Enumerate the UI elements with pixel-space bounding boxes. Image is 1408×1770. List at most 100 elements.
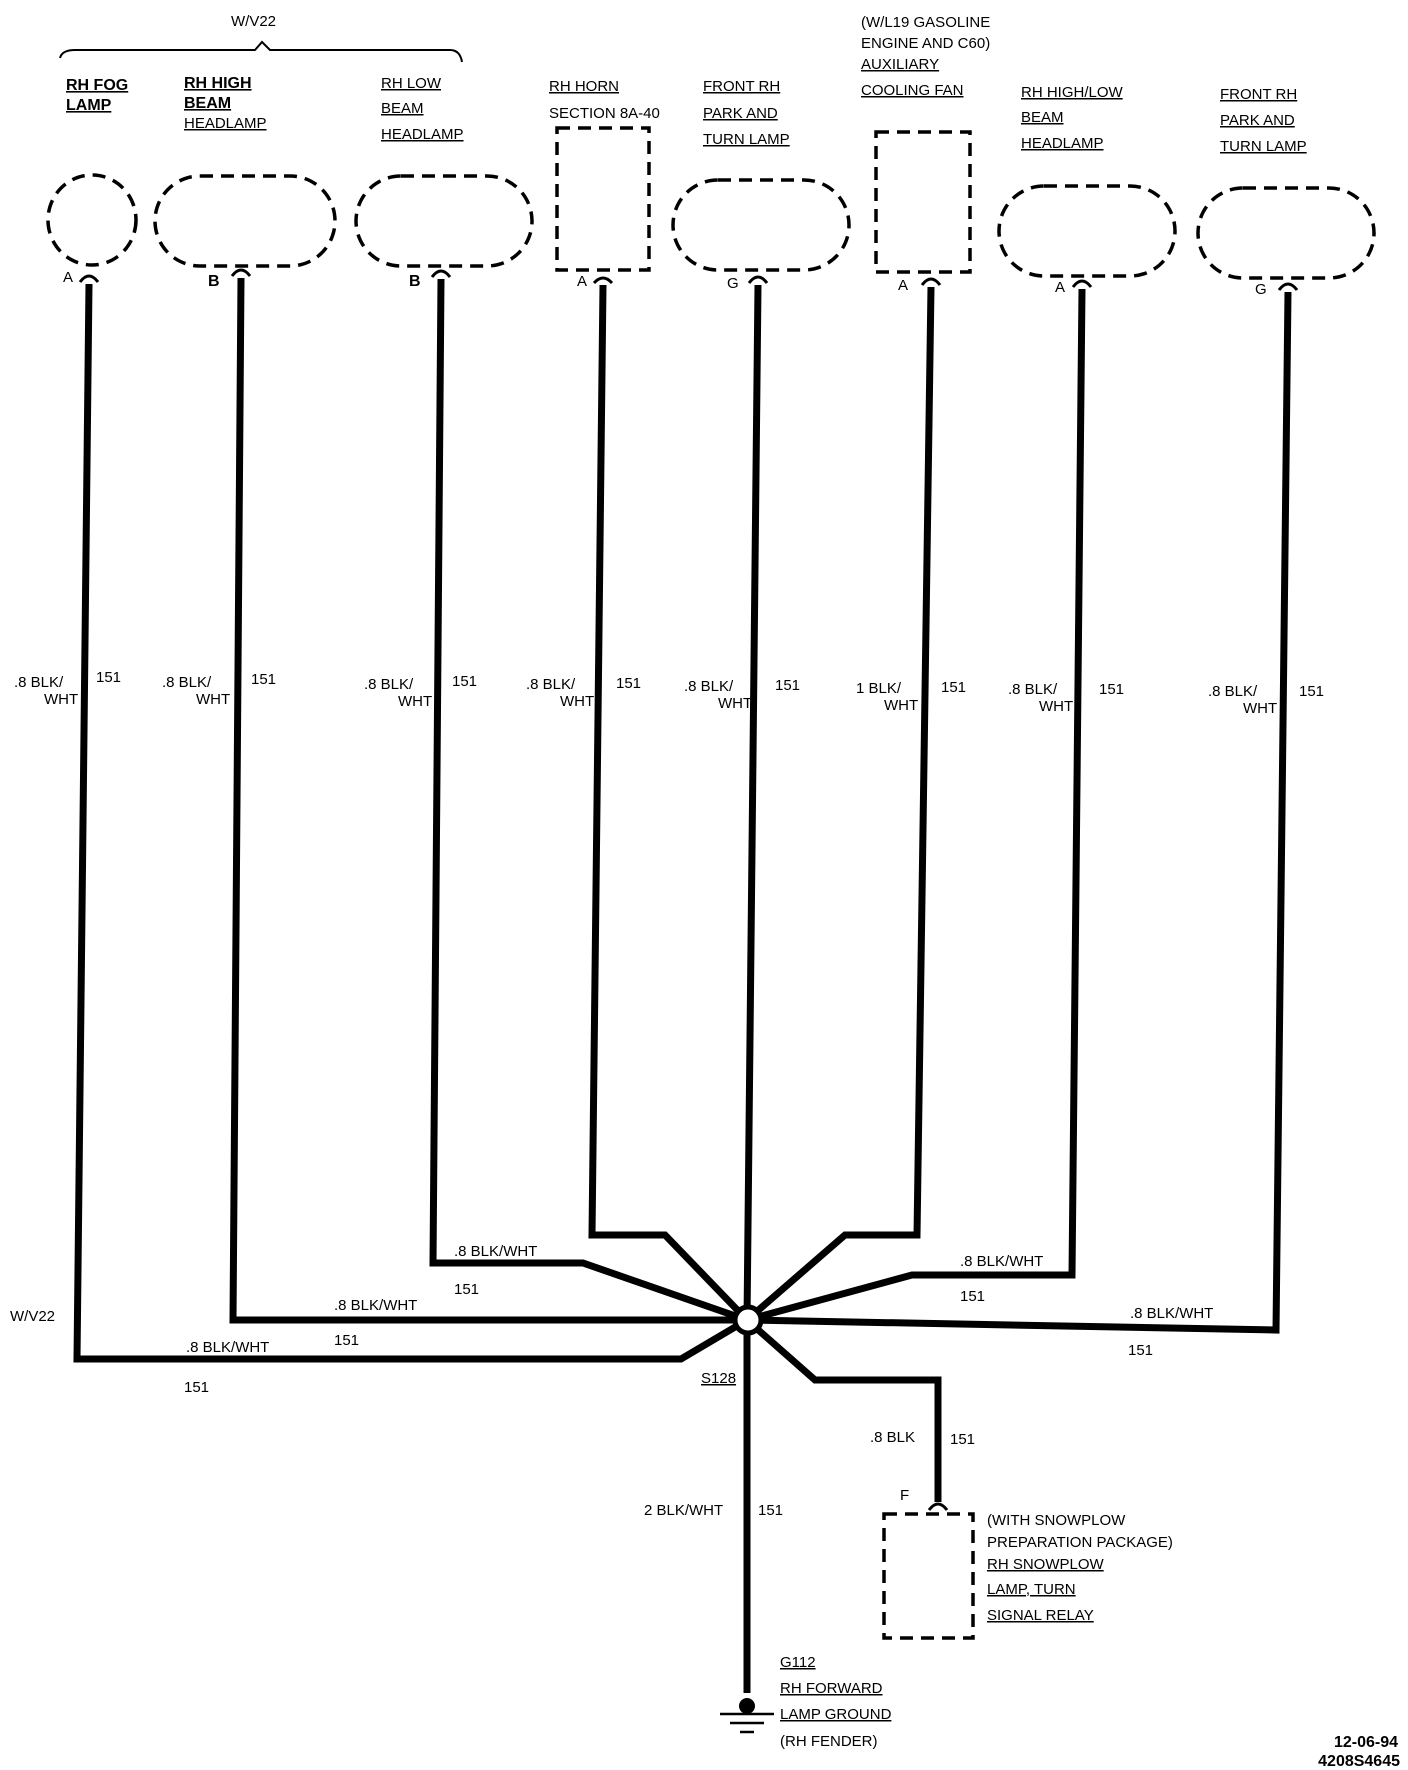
condition-line: PREPARATION PACKAGE) [987, 1534, 1173, 1551]
pin-label: F [900, 1487, 909, 1504]
terminal-connectors [78, 268, 1299, 291]
wire-color-label: WHT [884, 697, 918, 714]
wire-color-label: WHT [196, 691, 230, 708]
drawing-date: 12-06-94 [1334, 1734, 1398, 1751]
component-label-line: RH LOW [381, 75, 442, 92]
condition-line: ENGINE AND C60) [861, 35, 990, 52]
wire-size-label: .8 BLK/ [162, 674, 212, 691]
ground-circuit-label: 151 [758, 1502, 783, 1519]
wire-size-label: .8 BLK/ [684, 678, 734, 695]
low-beam-symbol [354, 174, 534, 268]
terminal [430, 269, 452, 278]
condition-line: (W/L19 GASOLINE [861, 14, 990, 31]
branch-wire-label: .8 BLK/WHT [1130, 1305, 1213, 1322]
relay-wire-label: .8 BLK [870, 1429, 915, 1446]
ground-label-line: G112 [780, 1654, 816, 1671]
component-label-line: AUXILIARY [861, 56, 939, 73]
wire-size-label: .8 BLK/ [1008, 681, 1058, 698]
rh-horn: RH HORN SECTION 8A-40 A [549, 78, 660, 290]
component-label-line: PARK AND [703, 105, 778, 122]
branch-circuit-label: 151 [960, 1288, 985, 1305]
component-label-line: LAMP, TURN [987, 1581, 1076, 1598]
component-label-line: PARK AND [1220, 112, 1295, 129]
section-reference: SECTION 8A-40 [549, 105, 660, 122]
component-label-line: FRONT RH [1220, 86, 1297, 103]
circuit-label: 151 [251, 671, 276, 688]
component-label-line: SIGNAL RELAY [987, 1607, 1094, 1624]
circuit-label: 151 [96, 669, 121, 686]
pin-label: G [727, 275, 739, 292]
branch-labels: W/V22 .8 BLK/WHT 151 .8 BLK/WHT 151 .8 B… [10, 1243, 1213, 1396]
splice-s128: S128 [701, 1304, 764, 1387]
component-label-line: FRONT RH [703, 78, 780, 95]
wire-size-label: .8 BLK/ [364, 676, 414, 693]
wire-size-label: .8 BLK/ [1208, 683, 1258, 700]
option-label: W/V22 [10, 1308, 55, 1325]
drawing-code: 4208S4645 [1318, 1753, 1400, 1770]
ground-g112: 2 BLK/WHT 151 G112 RH FORWARD LAMP GROUN… [644, 1502, 892, 1750]
condition-line: (WITH SNOWPLOW [987, 1512, 1126, 1529]
wire-size-label: .8 BLK/ [14, 674, 64, 691]
component-label-line: LAMP [66, 97, 112, 114]
wire-relay [744, 1317, 942, 1502]
component-label-line: COOLING FAN [861, 82, 964, 99]
circuit-label: 151 [452, 673, 477, 690]
wire-front-park-2 [746, 291, 1292, 1334]
circuit-label: 151 [1099, 681, 1124, 698]
wires [73, 277, 1292, 1693]
splice-label: S128 [701, 1370, 736, 1387]
terminal [747, 275, 769, 284]
terminal [927, 1502, 949, 1511]
component-label-line: HEADLAMP [381, 126, 464, 143]
pin-label: A [63, 269, 73, 286]
park-turn-lamp-symbol [671, 178, 851, 272]
component-label-line: BEAM [184, 95, 231, 112]
front-rh-park-turn-lamp-2: FRONT RH PARK AND TURN LAMP G [1196, 86, 1376, 298]
splice-point [732, 1304, 764, 1336]
wire-fog-lamp [73, 283, 749, 1363]
component-label-line: RH SNOWPLOW [987, 1556, 1105, 1573]
branch-wire-label: .8 BLK/WHT [186, 1339, 269, 1356]
pin-label: B [409, 273, 421, 290]
fog-lamp-symbol [46, 173, 138, 267]
wire-cooling-fan [744, 286, 935, 1323]
branch-circuit-label: 151 [1128, 1342, 1153, 1359]
wire-labels: .8 BLK/ WHT 151 .8 BLK/ WHT 151 .8 BLK/ … [14, 669, 1324, 717]
wire-color-label: WHT [560, 693, 594, 710]
wire-horn [588, 284, 750, 1323]
circuit-label: 151 [616, 675, 641, 692]
cooling-fan-symbol [874, 130, 972, 274]
option-group-bracket: W/V22 [59, 13, 463, 63]
branch-wire-label: .8 BLK/WHT [334, 1297, 417, 1314]
component-label-line: HEADLAMP [1021, 135, 1104, 152]
branch-circuit-label: 151 [184, 1379, 209, 1396]
component-label-line: RH HIGH [184, 75, 252, 92]
front-rh-park-turn-lamp-1: FRONT RH PARK AND TURN LAMP G [671, 78, 851, 292]
relay-symbol [882, 1512, 975, 1640]
drawing-footer: 12-06-94 4208S4645 [1318, 1734, 1400, 1770]
relay-circuit-label: 151 [950, 1431, 975, 1448]
branch-wire-label: .8 BLK/WHT [454, 1243, 537, 1260]
ground-wire-label: 2 BLK/WHT [644, 1502, 723, 1519]
ground-label-line: LAMP GROUND [780, 1706, 892, 1723]
auxiliary-cooling-fan: (W/L19 GASOLINE ENGINE AND C60) AUXILIAR… [861, 14, 990, 294]
snowplow-relay: .8 BLK 151 F (WITH SNOWPLOW PREPARATION … [870, 1429, 1173, 1640]
component-label-line: TURN LAMP [703, 131, 790, 148]
component-label-line: BEAM [1021, 109, 1064, 126]
component-label-line: HEADLAMP [184, 115, 267, 132]
circuit-label: 151 [1299, 683, 1324, 700]
component-label-line: BEAM [381, 100, 424, 117]
high-beam-symbol [153, 174, 337, 268]
park-turn-lamp-symbol [1196, 186, 1376, 280]
wire-color-label: WHT [1039, 698, 1073, 715]
pin-label: A [1055, 279, 1065, 296]
rh-fog-lamp: RH FOG LAMP A [46, 77, 138, 286]
high-low-beam-symbol [997, 184, 1177, 278]
rh-low-beam-headlamp: RH LOW BEAM HEADLAMP B [354, 75, 534, 290]
component-label-line: RH FOG [66, 77, 128, 94]
terminal [592, 276, 614, 285]
wire-size-label: .8 BLK/ [526, 676, 576, 693]
terminal [1071, 279, 1093, 288]
ground-label-line: RH FORWARD [780, 1680, 883, 1697]
